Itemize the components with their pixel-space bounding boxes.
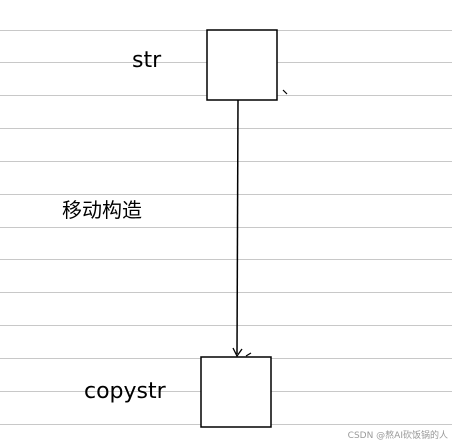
arrow-tick [245, 352, 252, 357]
move-arrow-shaft [236, 99, 239, 355]
bottom-box [200, 356, 272, 428]
arrow-label: 移动构造 [62, 198, 142, 222]
watermark-text: CSDN @熬AI砍饭锅的人 [347, 431, 448, 441]
bottom-box-label: copystr [84, 379, 166, 404]
stray-mark [282, 89, 288, 95]
top-box [206, 29, 278, 101]
top-box-label: str [132, 48, 162, 73]
move-arrow-head [232, 347, 243, 358]
